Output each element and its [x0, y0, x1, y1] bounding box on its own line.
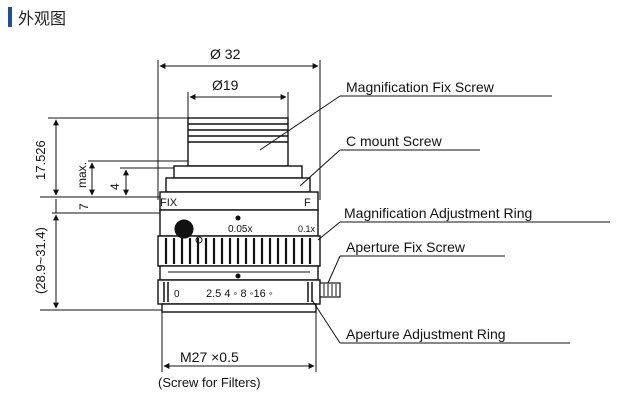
callout-labels: Magnification Fix Screw C mount Screw Ma… — [344, 79, 532, 342]
label-aperture-adjustment-ring: Aperture Adjustment Ring — [346, 326, 506, 342]
mark-fix-right: F — [304, 197, 311, 209]
screw-detail — [195, 236, 203, 244]
mark-aperture-open: 0 — [174, 289, 180, 300]
label-aperture-fix-screw: Aperture Fix Screw — [346, 239, 466, 255]
dim-length-range: (28.9~31.4) — [33, 227, 48, 294]
aperture-fix-screw-grips — [323, 284, 337, 296]
index-dot-top — [235, 215, 241, 221]
mark-aperture-scale: 2.5 4 ◦ 8 ◦16 ◦ — [206, 288, 273, 300]
mark-mag-value-2: 0.1x — [298, 224, 316, 234]
dim-filter-thread: M27 ×0.5 — [180, 349, 239, 365]
label-magnification-adjustment-ring: Magnification Adjustment Ring — [344, 205, 532, 221]
dimension-text: Ø 32 Ø19 17.526 max. 4 7 (28.9~31.4) M27… — [33, 46, 261, 390]
knurl-pattern — [164, 238, 312, 264]
dim-height-total: 17.526 — [33, 140, 48, 180]
dim-outer-diameter: Ø 32 — [210, 46, 241, 62]
section-header: 外观图 — [8, 6, 66, 28]
mark-fix-left: FIX — [160, 197, 178, 209]
aperture-fix-screw-knob — [319, 282, 341, 298]
lens-marks: FIX F 0.05x 0.1x 0 2.5 4 ◦ 8 ◦16 ◦ — [160, 197, 316, 300]
mark-mag-value-1: 0.05x — [228, 224, 252, 235]
lens-body — [157, 117, 321, 313]
aperture-ring-grips — [163, 271, 313, 302]
dim-flange-gap: 4 — [108, 183, 122, 190]
dim-filter-note: (Screw for Filters) — [158, 375, 261, 390]
dimension-lines — [40, 60, 321, 372]
index-dot-bottom — [235, 273, 241, 279]
label-magnification-fix-screw: Magnification Fix Screw — [346, 79, 495, 95]
label-c-mount-screw: C mount Screw — [346, 133, 443, 149]
dim-inner-diameter: Ø19 — [212, 77, 239, 93]
magnification-fix-screw-knob — [174, 219, 194, 239]
dim-depth-7: 7 — [77, 203, 91, 210]
section-title: 外观图 — [18, 9, 67, 28]
dim-max-label: max. — [75, 162, 89, 188]
callout-leaders — [259, 95, 610, 344]
section-accent-bar — [8, 7, 12, 27]
